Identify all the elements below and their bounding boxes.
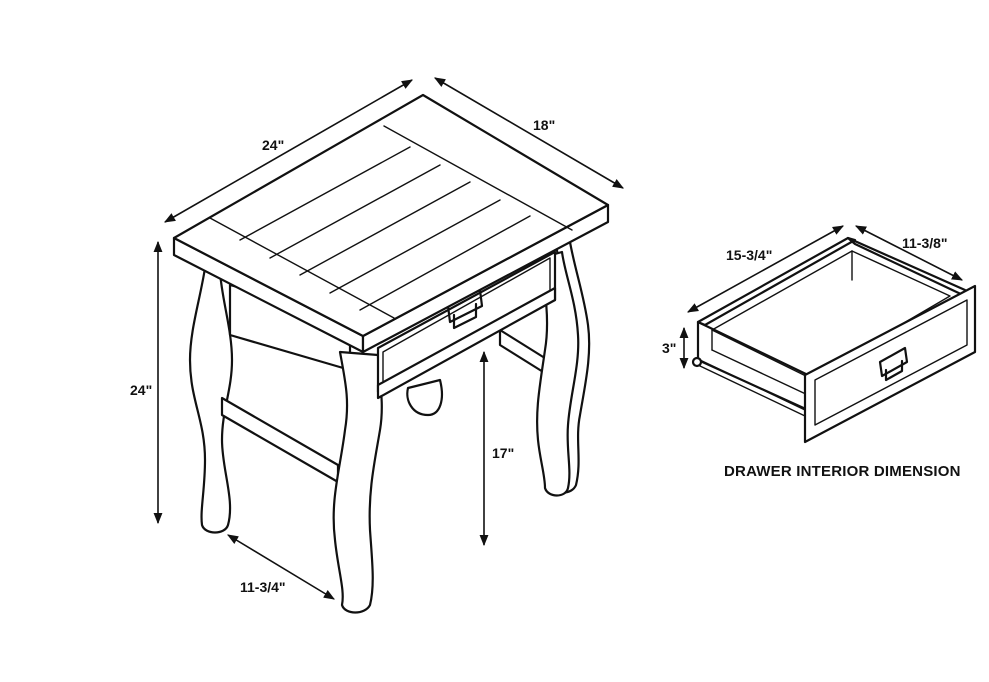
drawer-depth-dimension-line [855,225,963,281]
drawer-dimensions: 15-3/4" 11-3/8" 3" DRAWER INTERIOR DIMEN… [662,225,963,480]
table-front-right-leg [535,250,580,497]
end-table-drawing [172,93,610,614]
table-dimensions: 24" 18" 24" 17" 11-3/4" [130,77,624,600]
table-clearance-label: 17" [492,445,514,461]
table-width-label: 24" [262,137,284,153]
table-height-label: 24" [130,382,152,398]
drawer-width-dimension-line [687,225,844,313]
depth-dimension-line [434,77,624,189]
drawer-pull-icon [878,346,909,382]
drawer-depth-label: 11-3/8" [902,235,948,251]
table-leg-span-label: 11-3/4" [240,579,286,595]
drawer-left-side [696,320,810,412]
drawer-runner-wheel-icon [691,356,703,368]
table-back-left-leg [188,266,234,534]
table-front-left-leg [332,350,383,614]
drawer-caption: DRAWER INTERIOR DIMENSION [724,463,961,480]
drawer-drawing [691,236,977,444]
table-rear-stretcher [498,328,550,377]
table-back-center-leg [406,378,444,417]
drawer-height-label: 3" [662,340,676,356]
table-depth-label: 18" [533,117,555,133]
table-front-stretcher [376,286,557,400]
width-dimension-line [164,79,413,223]
drawer-back [696,236,857,327]
drawer-width-label: 15-3/4" [726,247,772,263]
table-side-stretcher [220,396,340,484]
leg-span-dimension-line [227,534,335,600]
drawer-front [803,284,977,444]
